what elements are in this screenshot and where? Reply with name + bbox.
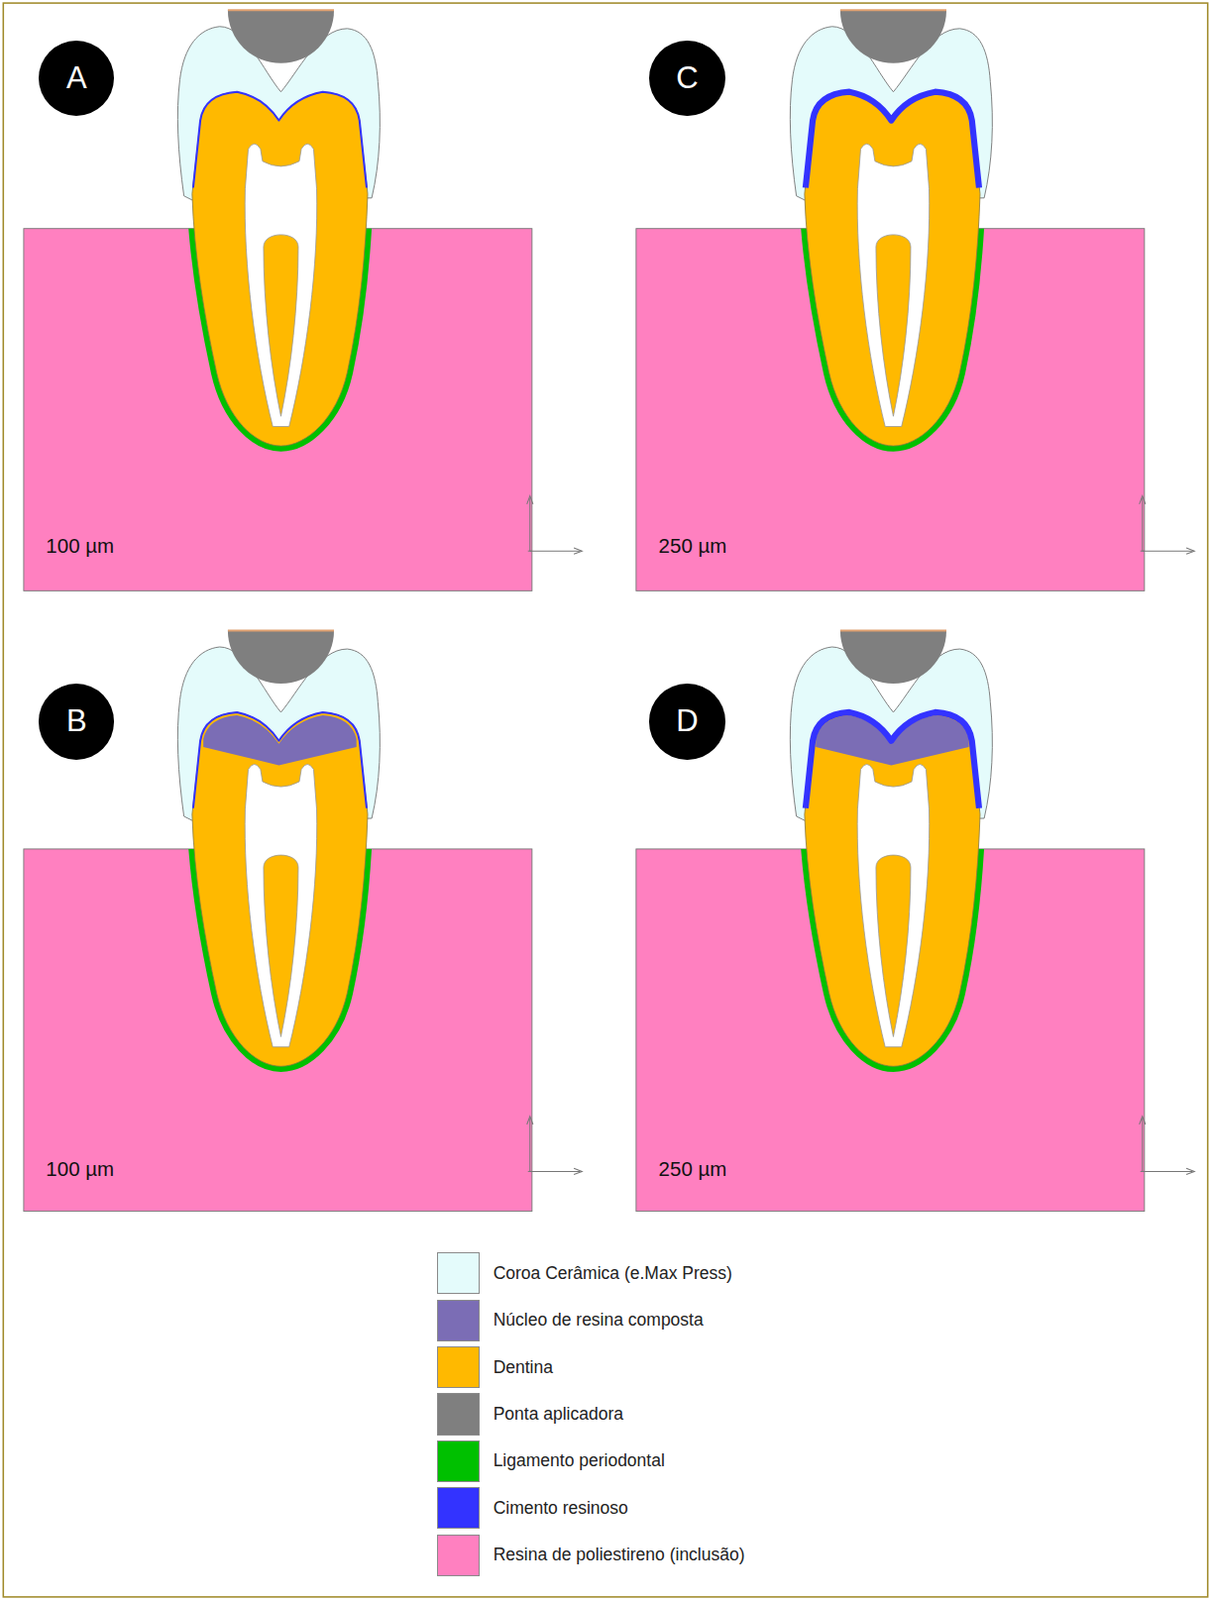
legend-row: Dentina [437,1346,854,1389]
legend-text: Ponta aplicadora [493,1404,624,1426]
panel-letter: B [66,703,88,740]
panel-letter: C [675,60,698,97]
legend-row: Ligamento periodontal [437,1440,854,1483]
legend-text: Resina de poliestireno (inclusão) [493,1544,746,1566]
scale-label: 100 µm [45,1157,114,1182]
legend-text: Ligamento periodontal [493,1450,665,1472]
legend-text: Coroa Cerâmica (e.Max Press) [493,1263,733,1285]
legend-text: Núcleo de resina composta [493,1310,704,1331]
scale-label: 250 µm [659,1157,728,1182]
legend-swatch [437,1487,480,1530]
legend-row: Resina de poliestireno (inclusão) [437,1535,854,1577]
legend-row: Ponta aplicadora [437,1393,854,1435]
scale-label: 250 µm [659,534,728,558]
legend-swatch [437,1393,480,1435]
model-panel [636,631,1195,1212]
model-panel [23,631,582,1212]
model-panel [23,9,582,591]
legend-swatch [437,1346,480,1389]
legend-row: Cimento resinoso [437,1487,854,1530]
panel-letter-circle: C [649,40,725,116]
legend-swatch [437,1535,480,1577]
legend-swatch [437,1300,480,1342]
legend-text: Dentina [493,1357,553,1379]
model-panel [636,9,1195,591]
legend-row: Coroa Cerâmica (e.Max Press) [437,1252,854,1295]
panel-letter-circle: B [38,683,114,760]
legend-row: Núcleo de resina composta [437,1300,854,1342]
scale-label: 100 µm [45,534,114,558]
panel-letter-circle: D [649,683,725,760]
panel-letter: D [675,703,698,740]
legend-swatch [437,1252,480,1295]
legend-swatch [437,1440,480,1483]
legend-text: Cimento resinoso [493,1498,629,1520]
panel-letter: A [66,60,88,97]
